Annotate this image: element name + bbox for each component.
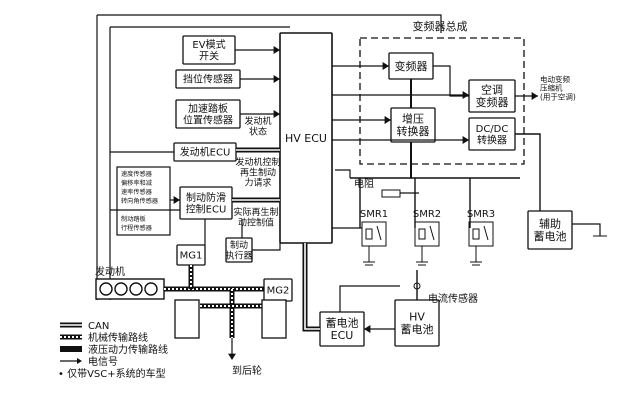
mg2-block-label: MG2 [267,286,290,297]
electric-ac-compressor-label: 电动变频压缩机(用于空调) [540,74,576,101]
brake-actuator-block-label: 制动执行器 [225,239,252,261]
legend-item-can: CAN [88,321,109,332]
aux-battery-ground [572,223,601,236]
accelerator-pedal-sensor-block-label: 加速踏板位置传感器 [183,102,233,127]
current-sensor-to-battery-ecu [339,285,400,312]
arrow-head [228,353,236,360]
auxiliary-battery-block: 辅助蓄电池 [527,210,573,250]
engine-block [95,278,165,300]
smr3-relay [468,221,494,266]
inverter-block-label: 变频器 [395,59,428,73]
shift-position-sensor-block: 挡位传感器 [175,69,241,89]
legend-item-hyd: 液压动力传输路线 [88,343,168,356]
arrow-head [273,75,280,83]
sensor-list-item: 制动踏板 [121,215,146,223]
smr1-relay [361,221,387,266]
inverter-block: 变频器 [388,52,434,80]
arrow-head [382,62,389,70]
mg1-block: MG1 [176,244,206,266]
arrow-head [462,136,469,144]
legend-item-elec: 电信号 [88,355,118,368]
sensor-list-item: 行程传感器 [121,224,153,232]
inverter-assembly-title: 变频器总成 [413,19,468,33]
brake-actuator-block: 制动执行器 [225,237,253,263]
dcdc-to-aux-battery [515,133,541,211]
smr1-label: SMR1 [360,209,388,220]
front-right-wheel [261,299,287,339]
current-sensor-symbol [413,282,421,290]
resistor-symbol [381,189,401,198]
legend-item-mech: 机械传输路线 [88,331,148,344]
shift-position-sensor-block-label: 挡位传感器 [183,73,233,86]
hv-to-smr-signal [335,169,351,178]
engine-ecu-block-label: 发动机ECU [180,146,231,159]
engine-control-request-label: 发动机控制再生制动力请求 [235,156,280,189]
boost-converter-block: 增压转换器 [390,107,436,143]
smr2-relay [414,221,440,266]
inverter-assembly-outline [359,37,525,165]
mg2-block: MG2 [263,278,293,302]
front-left-wheel [174,299,200,339]
hv-ecu-battery-can [302,243,320,332]
arrow-head [531,92,538,100]
hv-ecu-block-label: HV ECU [285,132,327,145]
brake-skid-control-ecu-block-label: 制动防滑控制ECU [186,191,227,216]
boost-converter-block-label: 增压转换器 [397,112,430,139]
ev-mode-switch-block-label: EV模式开关 [192,38,225,63]
ac-inverter-block-label: 空调变频器 [476,83,509,110]
actual-regen-control-label: 实际再生制动控制值 [233,206,278,228]
sensor-list-item: 速率传感器 [121,188,153,196]
resistor-label: 电阻 [354,177,374,190]
arrow-head [462,91,469,99]
inverter-to-ac [433,65,469,97]
engine-ecu-block: 发动机ECU [173,142,237,162]
arrow-head [384,116,391,124]
ev-mode-switch-block: EV模式开关 [182,35,236,65]
auxiliary-battery-block-label: 辅助蓄电池 [534,217,567,244]
arrow-head [364,325,371,333]
smr3-label: SMR3 [467,209,495,220]
hv-ecu-block: HV ECU [279,32,333,244]
arrow-head [273,46,280,54]
frame-top-line [97,14,442,33]
current-sensor-label: 电流传感器 [428,292,478,305]
smr2-label: SMR2 [413,209,441,220]
mg1-block-label: MG1 [180,251,203,262]
accelerator-pedal-sensor-block: 加速踏板位置传感器 [175,99,241,129]
legend-item-note: • 仅带VSC+系统的车型 [58,367,166,380]
to-rear-wheels-label: 到后轮 [232,364,262,377]
engine-status-label: 发动机状态 [244,115,271,137]
engine-label: 发动机 [95,265,125,278]
arrow-head [173,196,180,204]
brake-skid-control-ecu-block: 制动防滑控制ECU [179,186,233,220]
sensor-list-item: 速度传感器 [121,170,153,178]
actuator-to-hv [252,243,281,251]
ac-inverter-block: 空调变频器 [468,79,516,113]
sensor-list-item: 偏移率和减 [121,179,152,187]
arrow-head [273,110,280,118]
sensor-list-item: 转向角传感器 [121,197,159,205]
